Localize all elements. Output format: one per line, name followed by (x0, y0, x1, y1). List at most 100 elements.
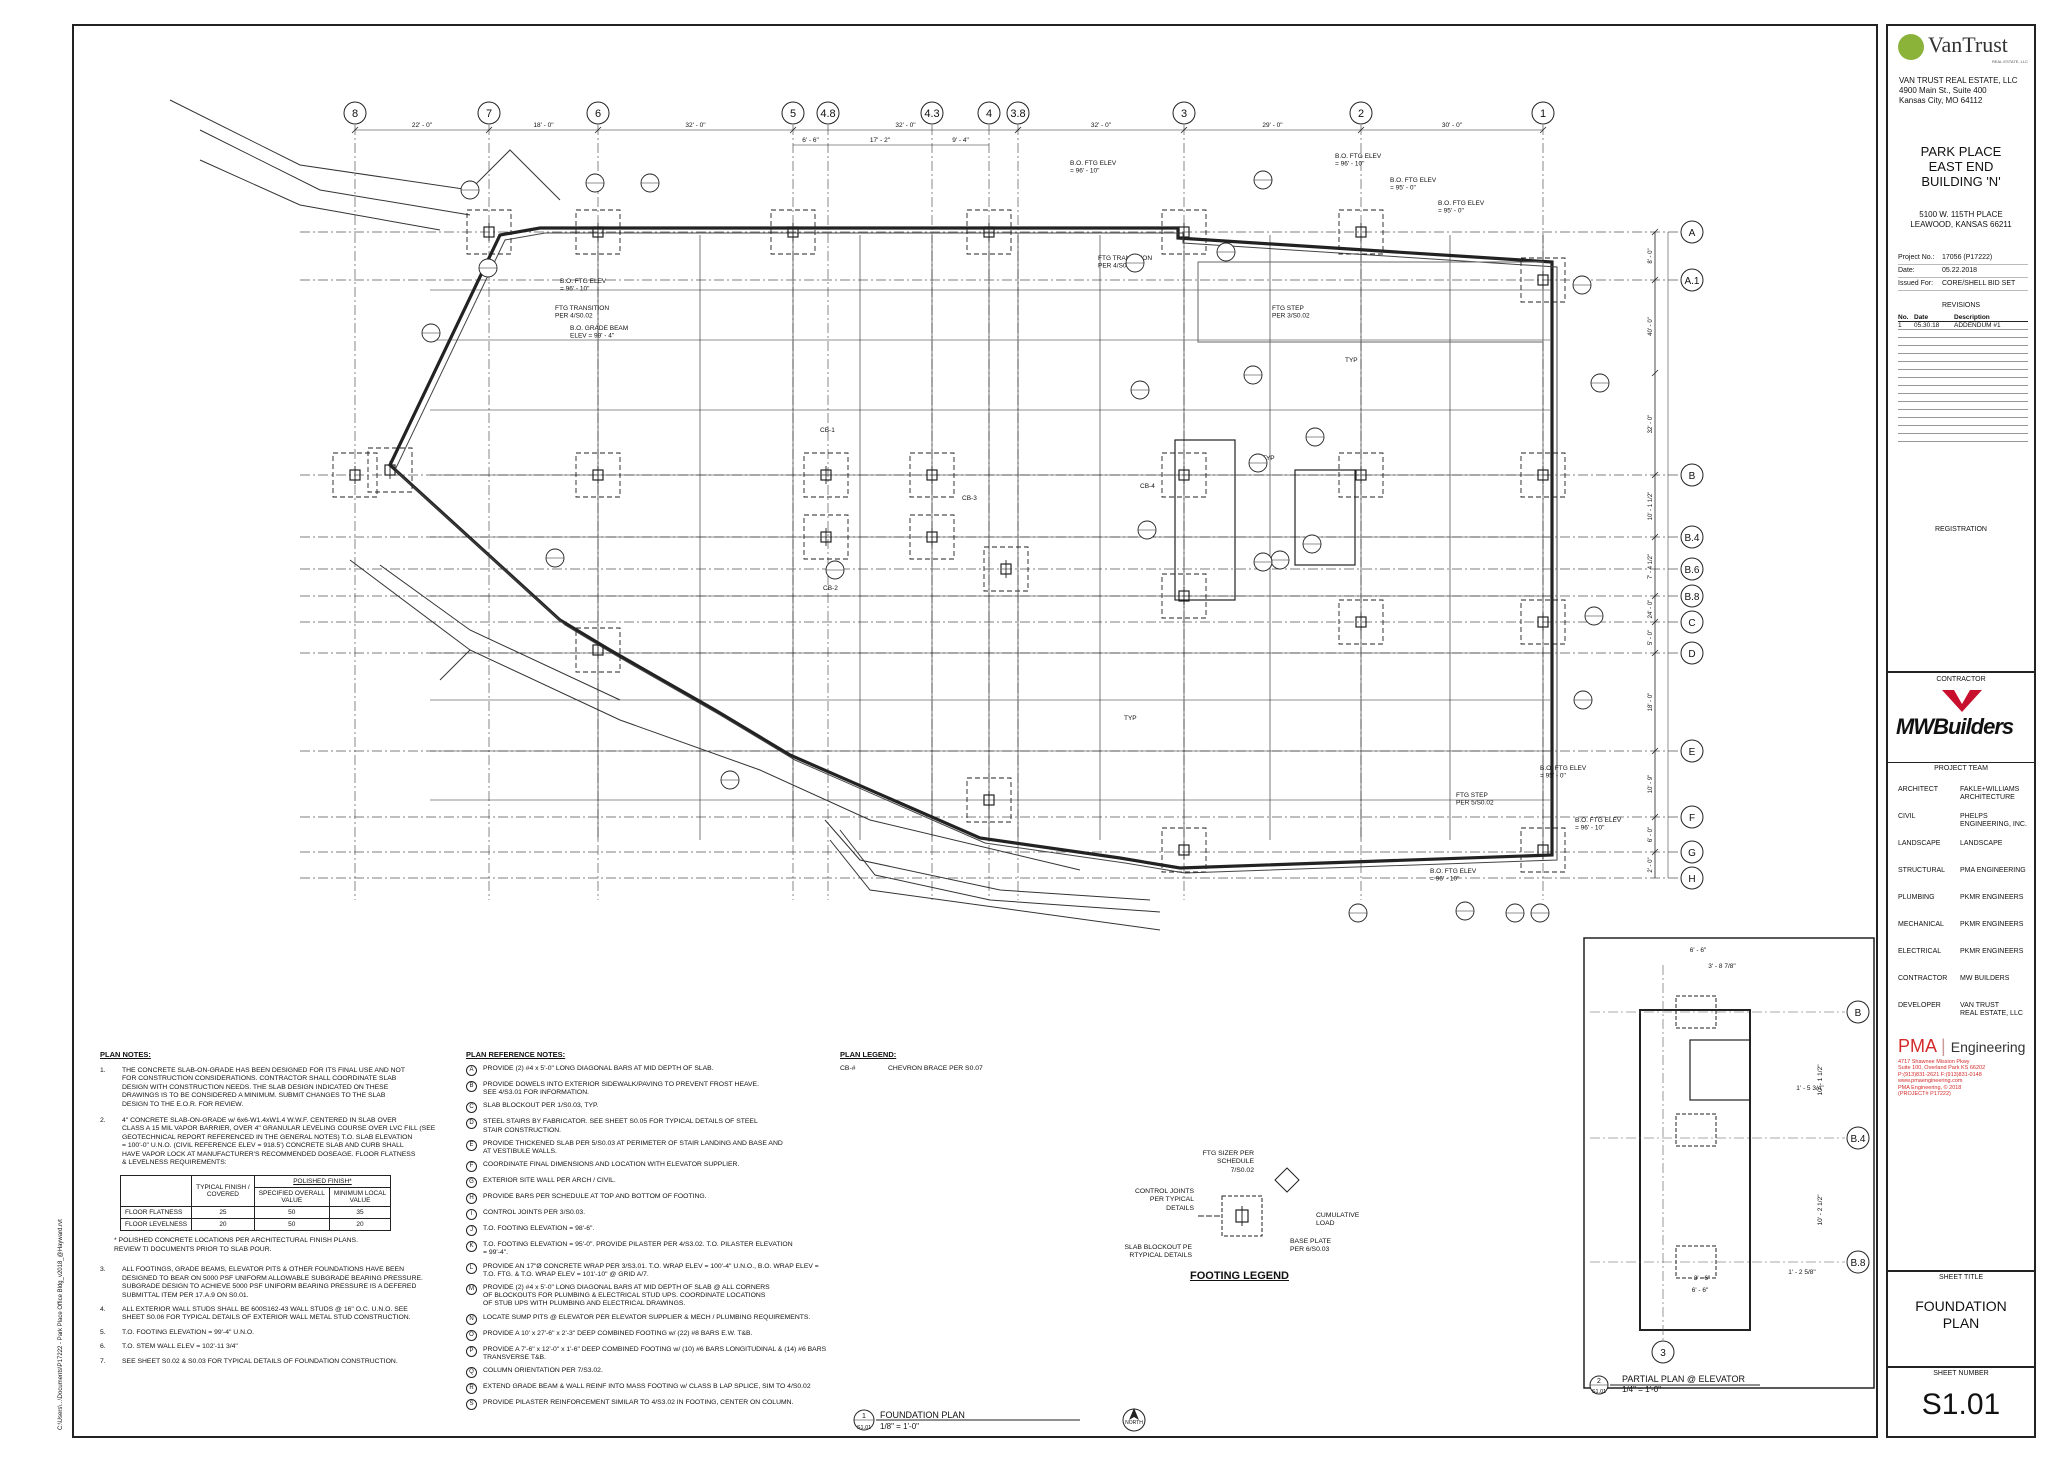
reference-note-text: T.O. FOOTING ELEVATION = 98'-6". (483, 1225, 595, 1233)
footing (1338, 599, 1384, 645)
reference-note-key: D (466, 1118, 477, 1130)
grid-bubble-row (1680, 525, 1704, 549)
footing (575, 209, 621, 255)
grid-label-col: 3.8 (1010, 108, 1025, 120)
stair-box (1294, 469, 1356, 566)
partial-dimension-text: 3' - 6" (1694, 1275, 1711, 1282)
project-team-row: DEVELOPER VAN TRUST REAL ESTATE, LLC (1898, 1002, 2030, 1029)
team-role: STRUCTURAL (1898, 867, 1946, 874)
mwbuilders-logo: MWBuilders (1896, 714, 2014, 739)
grid-bubble-row (1680, 268, 1704, 292)
plan-note-6: 6. T.O. STEM WALL ELEV = 102'-11 3/4" (100, 1343, 238, 1351)
legend-cumulative: CUMULATIVE LOAD (1316, 1212, 1360, 1228)
grid-label-row: B.4 (1684, 533, 1699, 544)
grid-label-row: B (1689, 471, 1696, 482)
grid-label-col: 8 (352, 108, 358, 120)
grid-label-row: A (1689, 228, 1696, 239)
partial-grid-label: B (1855, 1008, 1862, 1019)
grid-bubble-col (1531, 101, 1555, 125)
revisions-label: REVISIONS (1941, 302, 1981, 309)
site-wall (379, 564, 621, 701)
reference-note-key: H (466, 1193, 477, 1205)
partial-dimension-text: 6' - 6" (1692, 1287, 1709, 1294)
footing (1338, 209, 1384, 255)
vantrust-logo: VanTrust (1928, 32, 2008, 57)
dimension-text: 30' - 0" (1442, 122, 1463, 129)
grid-label-row: E (1689, 747, 1696, 758)
dimension-text: 9' - 4" (952, 137, 969, 144)
dimension-text: 24' - 0" (1648, 600, 1654, 619)
project-name: PARK PLACE EAST END BUILDING 'N' (1920, 144, 2002, 189)
team-name: PHELPS ENGINEERING, INC. (1960, 813, 2027, 828)
partial-grid-label: 3 (1660, 1348, 1666, 1359)
dimension-text: 18' - 0" (533, 122, 554, 129)
sheet-number: S1.01 (1921, 1388, 2001, 1421)
team-role: PLUMBING (1898, 894, 1935, 901)
table-row: FLOOR FLATNESS 25 50 35 (119, 1206, 392, 1220)
dimension-text: 32' - 0" (895, 122, 916, 129)
site-wall (349, 559, 1081, 871)
dimension-text: 29' - 0" (1262, 122, 1283, 129)
main-title-sheet: S1.01 (857, 1425, 871, 1431)
grid-label-col: 2 (1358, 108, 1364, 120)
reference-note-key: E (466, 1139, 477, 1151)
reference-note-text: PROVIDE BARS PER SCHEDULE AT TOP AND BOT… (483, 1193, 707, 1201)
team-name: PKMR ENGINEERS (1960, 921, 2024, 928)
partial-dimension-text: 10' - 2 1/2" (1817, 1194, 1824, 1226)
dimension-text: 22' - 0" (412, 122, 433, 129)
plan-callout-text: B.O. FTG ELEV= 96' - 10" (1430, 868, 1477, 882)
plan-note-footnote: * POLISHED CONCRETE LOCATIONS PER ARCHIT… (114, 1237, 358, 1253)
north-arrow-head (1129, 1408, 1139, 1420)
site-wall (824, 819, 1151, 901)
partial-dimension-text: 3' - 8 7/8" (1708, 963, 1736, 970)
reference-note-text: PROVIDE A 10' x 27'-6" x 2'-3" DEEP COMB… (483, 1329, 753, 1337)
dimension-text: 8' - 0" (1648, 248, 1654, 263)
team-role: DEVELOPER (1898, 1002, 1941, 1009)
project-team-label: PROJECT TEAM (1888, 762, 2034, 772)
site-wall (839, 829, 1161, 913)
team-name: VAN TRUST REAL ESTATE, LLC (1960, 1002, 2023, 1017)
partial-plan-frame (1583, 937, 1875, 1389)
reference-note-text: PROVIDE PILASTER REINFORCEMENT SIMILAR T… (483, 1399, 794, 1407)
dimension-text: 10' - 9" (1648, 775, 1654, 794)
reference-note-text: PROVIDE (2) #4 x 5'-0" LONG DIAGONAL BAR… (483, 1284, 770, 1308)
reference-note-key: C (466, 1102, 477, 1114)
plan-callout-text: B.O. FTG ELEV= 96' - 10" (560, 278, 607, 292)
main-title-num: 1 (862, 1413, 866, 1420)
reference-note-text: EXTEND GRADE BEAM & WALL REINF INTO MASS… (483, 1383, 811, 1391)
partial-title-num: 2 (1597, 1378, 1601, 1385)
legend-control-joints: CONTROL JOINTS PER TYPICAL DETAILS (1134, 1188, 1194, 1212)
legend-ftg-size: FTG SIZER PER SCHEDULE 7/S0.02 (1202, 1150, 1254, 1174)
footing (1520, 827, 1566, 873)
dimension-text: 18' - 0" (1648, 693, 1654, 712)
grid-bubble-col (816, 101, 840, 125)
plan-callout-text: B.O. FTG ELEV= 96' - 10" (1335, 153, 1382, 167)
reference-note-text: PROVIDE AN 17"Ø CONCRETE WRAP PER 3/S3.0… (483, 1262, 819, 1278)
site-wall (829, 839, 1161, 931)
project-number: 17056 (P17222) (1942, 254, 1993, 261)
dimension-text: 7' - 4 1/2" (1648, 554, 1654, 579)
grid-bubble-col (977, 101, 1001, 125)
footing (803, 514, 849, 560)
grid-label-col: 6 (595, 108, 601, 120)
footing (909, 514, 955, 560)
reference-note-key: B (466, 1081, 477, 1092)
reference-note-key: K (466, 1241, 477, 1253)
footing (1338, 452, 1384, 498)
grid-bubble-col (1006, 101, 1030, 125)
grid-bubble-row (1680, 840, 1704, 864)
partial-drawing-scale: 1/4" = 1'-0" (1622, 1385, 1662, 1394)
